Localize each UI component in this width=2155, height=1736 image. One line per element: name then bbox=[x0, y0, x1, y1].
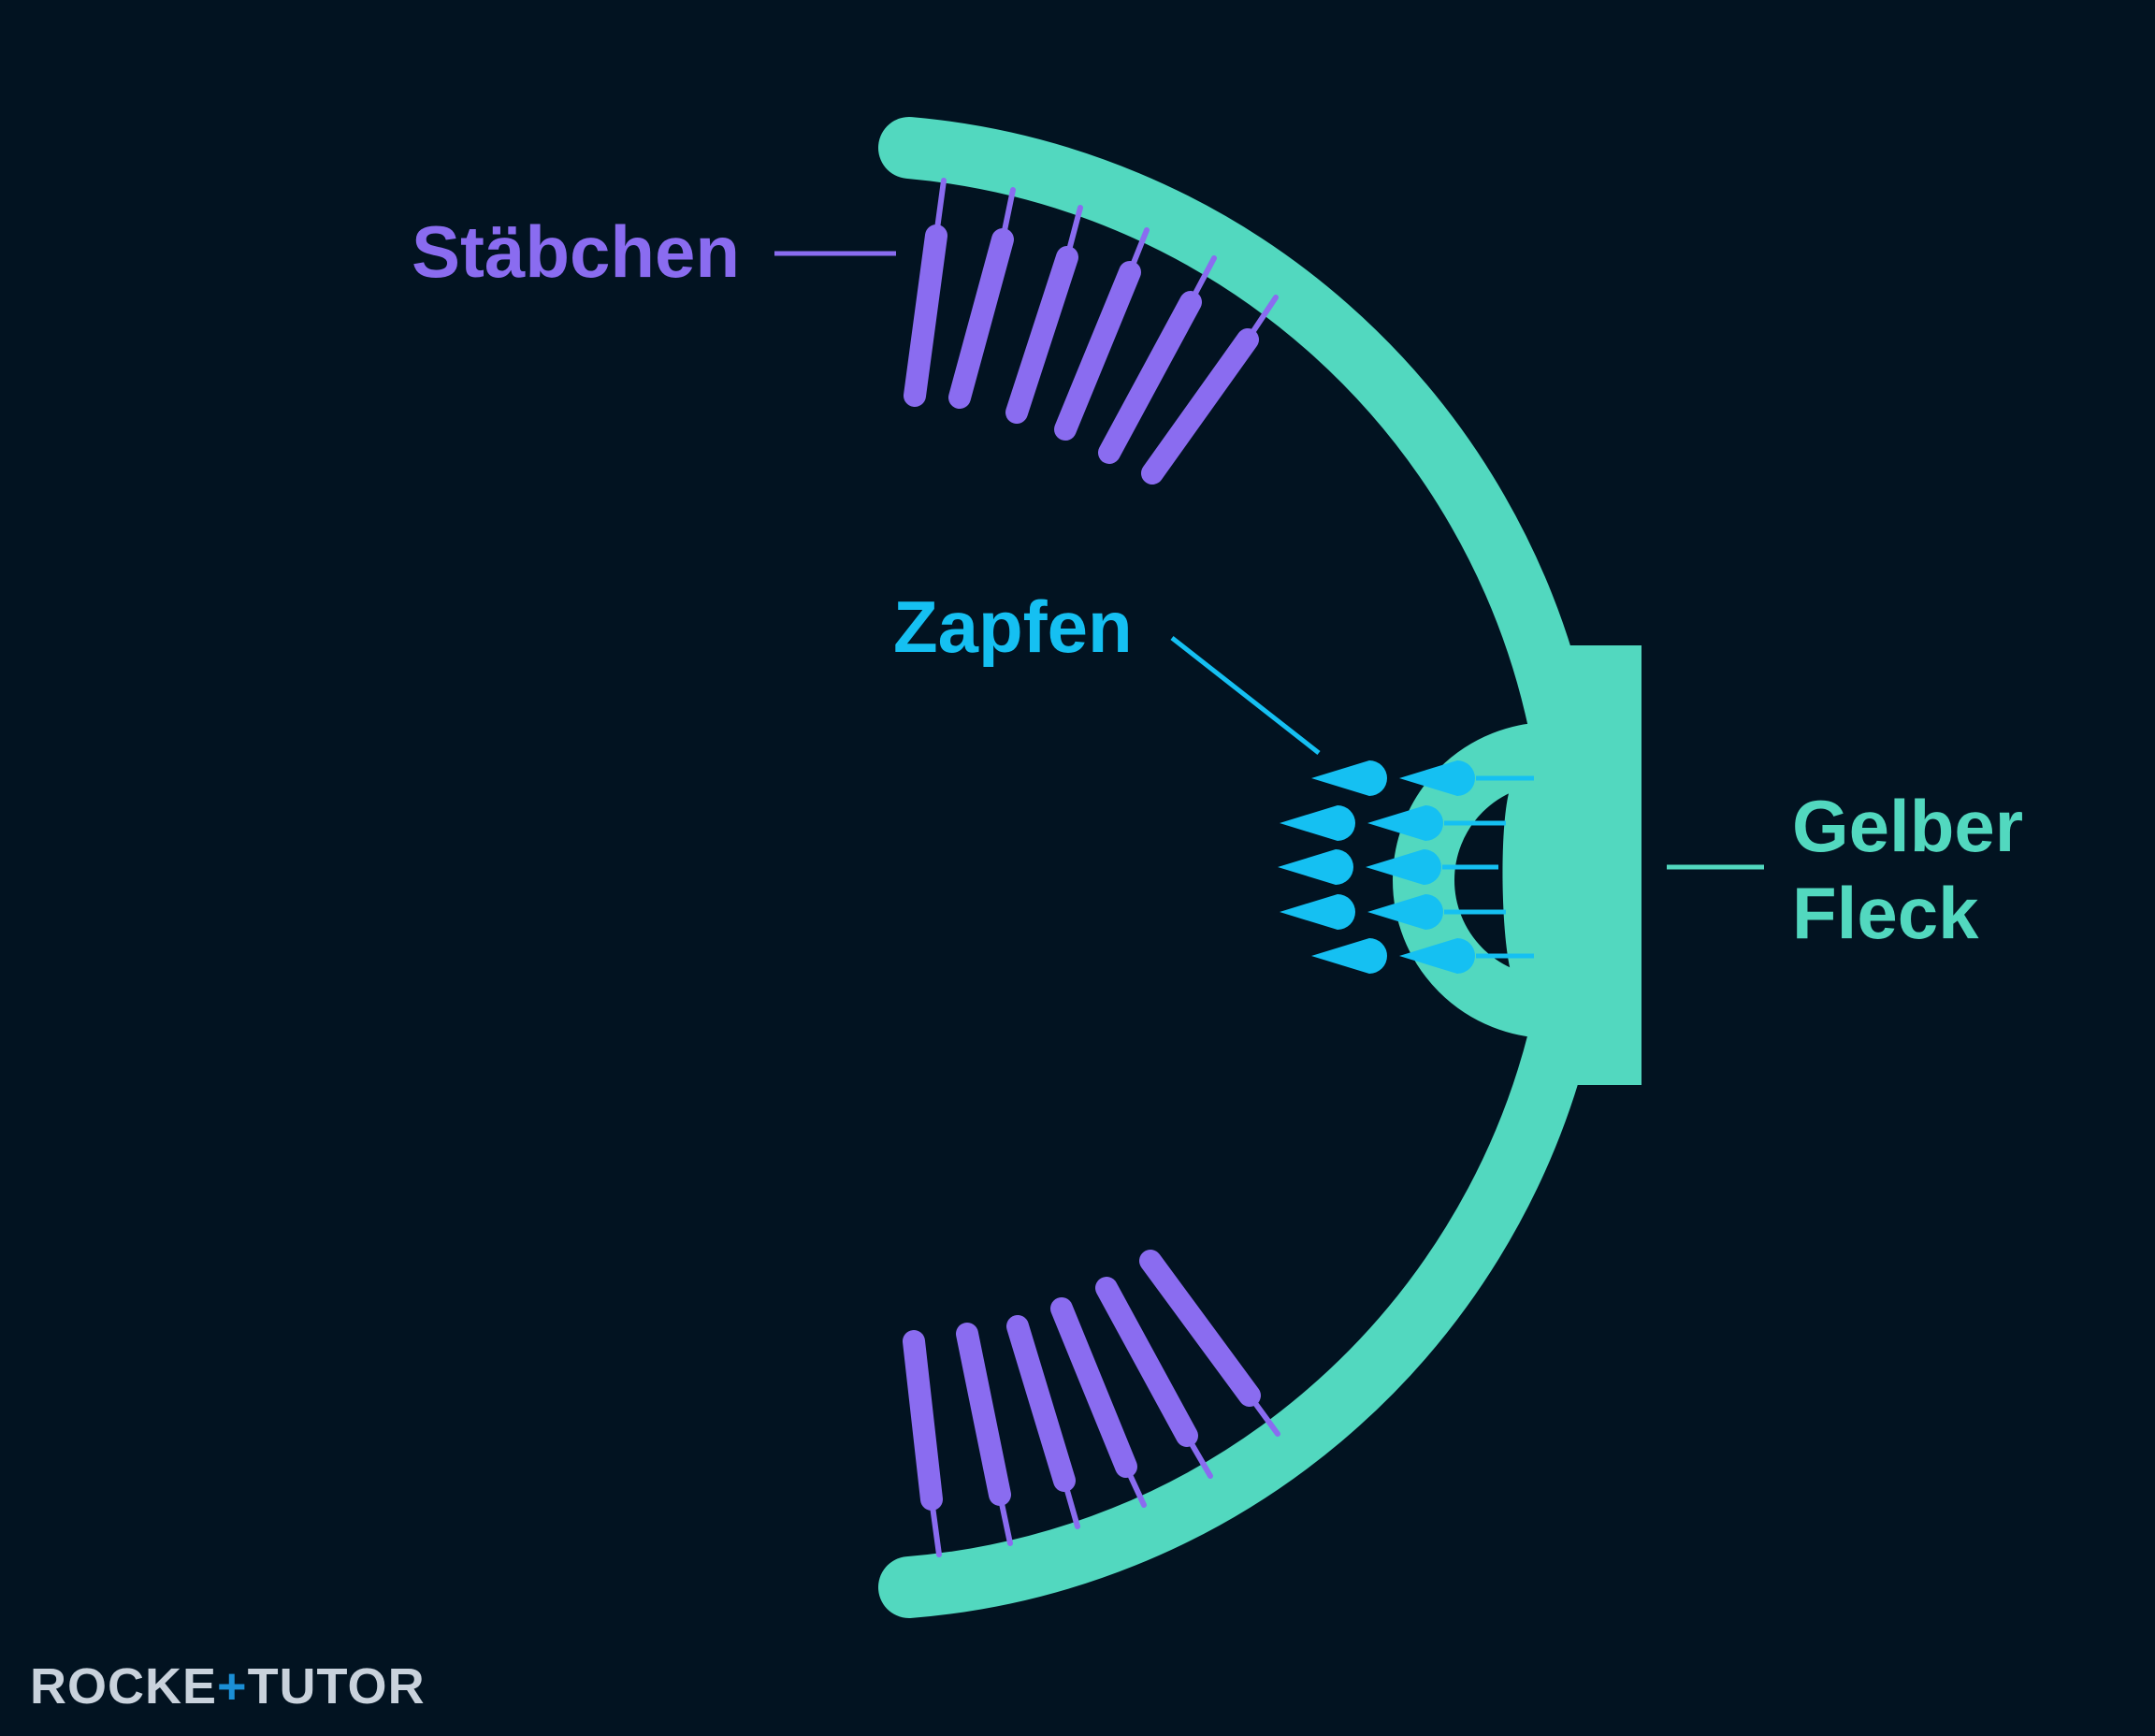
rods-label: Stäbchen bbox=[412, 210, 740, 293]
rod-bottom-4 bbox=[1050, 1297, 1147, 1508]
cone-4-2 bbox=[1367, 894, 1443, 930]
rod-top-5 bbox=[1098, 255, 1217, 464]
cone-1-1 bbox=[1311, 760, 1387, 796]
logo-part-4: R bbox=[388, 1658, 426, 1714]
cones-group bbox=[1278, 760, 1534, 974]
cone-3-1 bbox=[1278, 849, 1353, 885]
cone-5-1 bbox=[1311, 938, 1387, 974]
cone-2-1 bbox=[1280, 805, 1355, 841]
rocket-tutor-logo: ROCKE+TUTOR bbox=[30, 1658, 426, 1714]
rod-top-1 bbox=[904, 178, 947, 407]
rod-top-4 bbox=[1054, 227, 1150, 441]
logo-part-1: ROCKE bbox=[30, 1658, 217, 1714]
logo-part-2: + bbox=[217, 1658, 248, 1714]
macula-label-line1: Gelber bbox=[1792, 785, 2023, 867]
cones-leader-line bbox=[1170, 636, 1321, 755]
rod-bottom-3 bbox=[1006, 1315, 1080, 1529]
cone-4-1 bbox=[1280, 894, 1355, 930]
macula-label-line2: Fleck bbox=[1792, 872, 1979, 954]
rod-bottom-2 bbox=[956, 1323, 1013, 1546]
cone-2-2 bbox=[1367, 805, 1443, 841]
rod-top-2 bbox=[948, 187, 1016, 409]
cones-label: Zapfen bbox=[893, 586, 1133, 668]
logo-part-3: TUTO bbox=[248, 1658, 388, 1714]
rod-bottom-5 bbox=[1095, 1277, 1213, 1479]
rod-bottom-6 bbox=[1139, 1250, 1280, 1437]
rod-bottom-1 bbox=[903, 1330, 943, 1557]
rods-top-group bbox=[904, 178, 1279, 485]
cone-3-2 bbox=[1366, 849, 1441, 885]
retina-arc bbox=[878, 117, 1642, 1618]
rod-top-3 bbox=[1005, 205, 1083, 424]
cone-5-2 bbox=[1399, 938, 1475, 974]
rod-top-6 bbox=[1141, 295, 1279, 485]
rods-bottom-group bbox=[903, 1250, 1280, 1557]
cone-1-2 bbox=[1399, 760, 1475, 796]
